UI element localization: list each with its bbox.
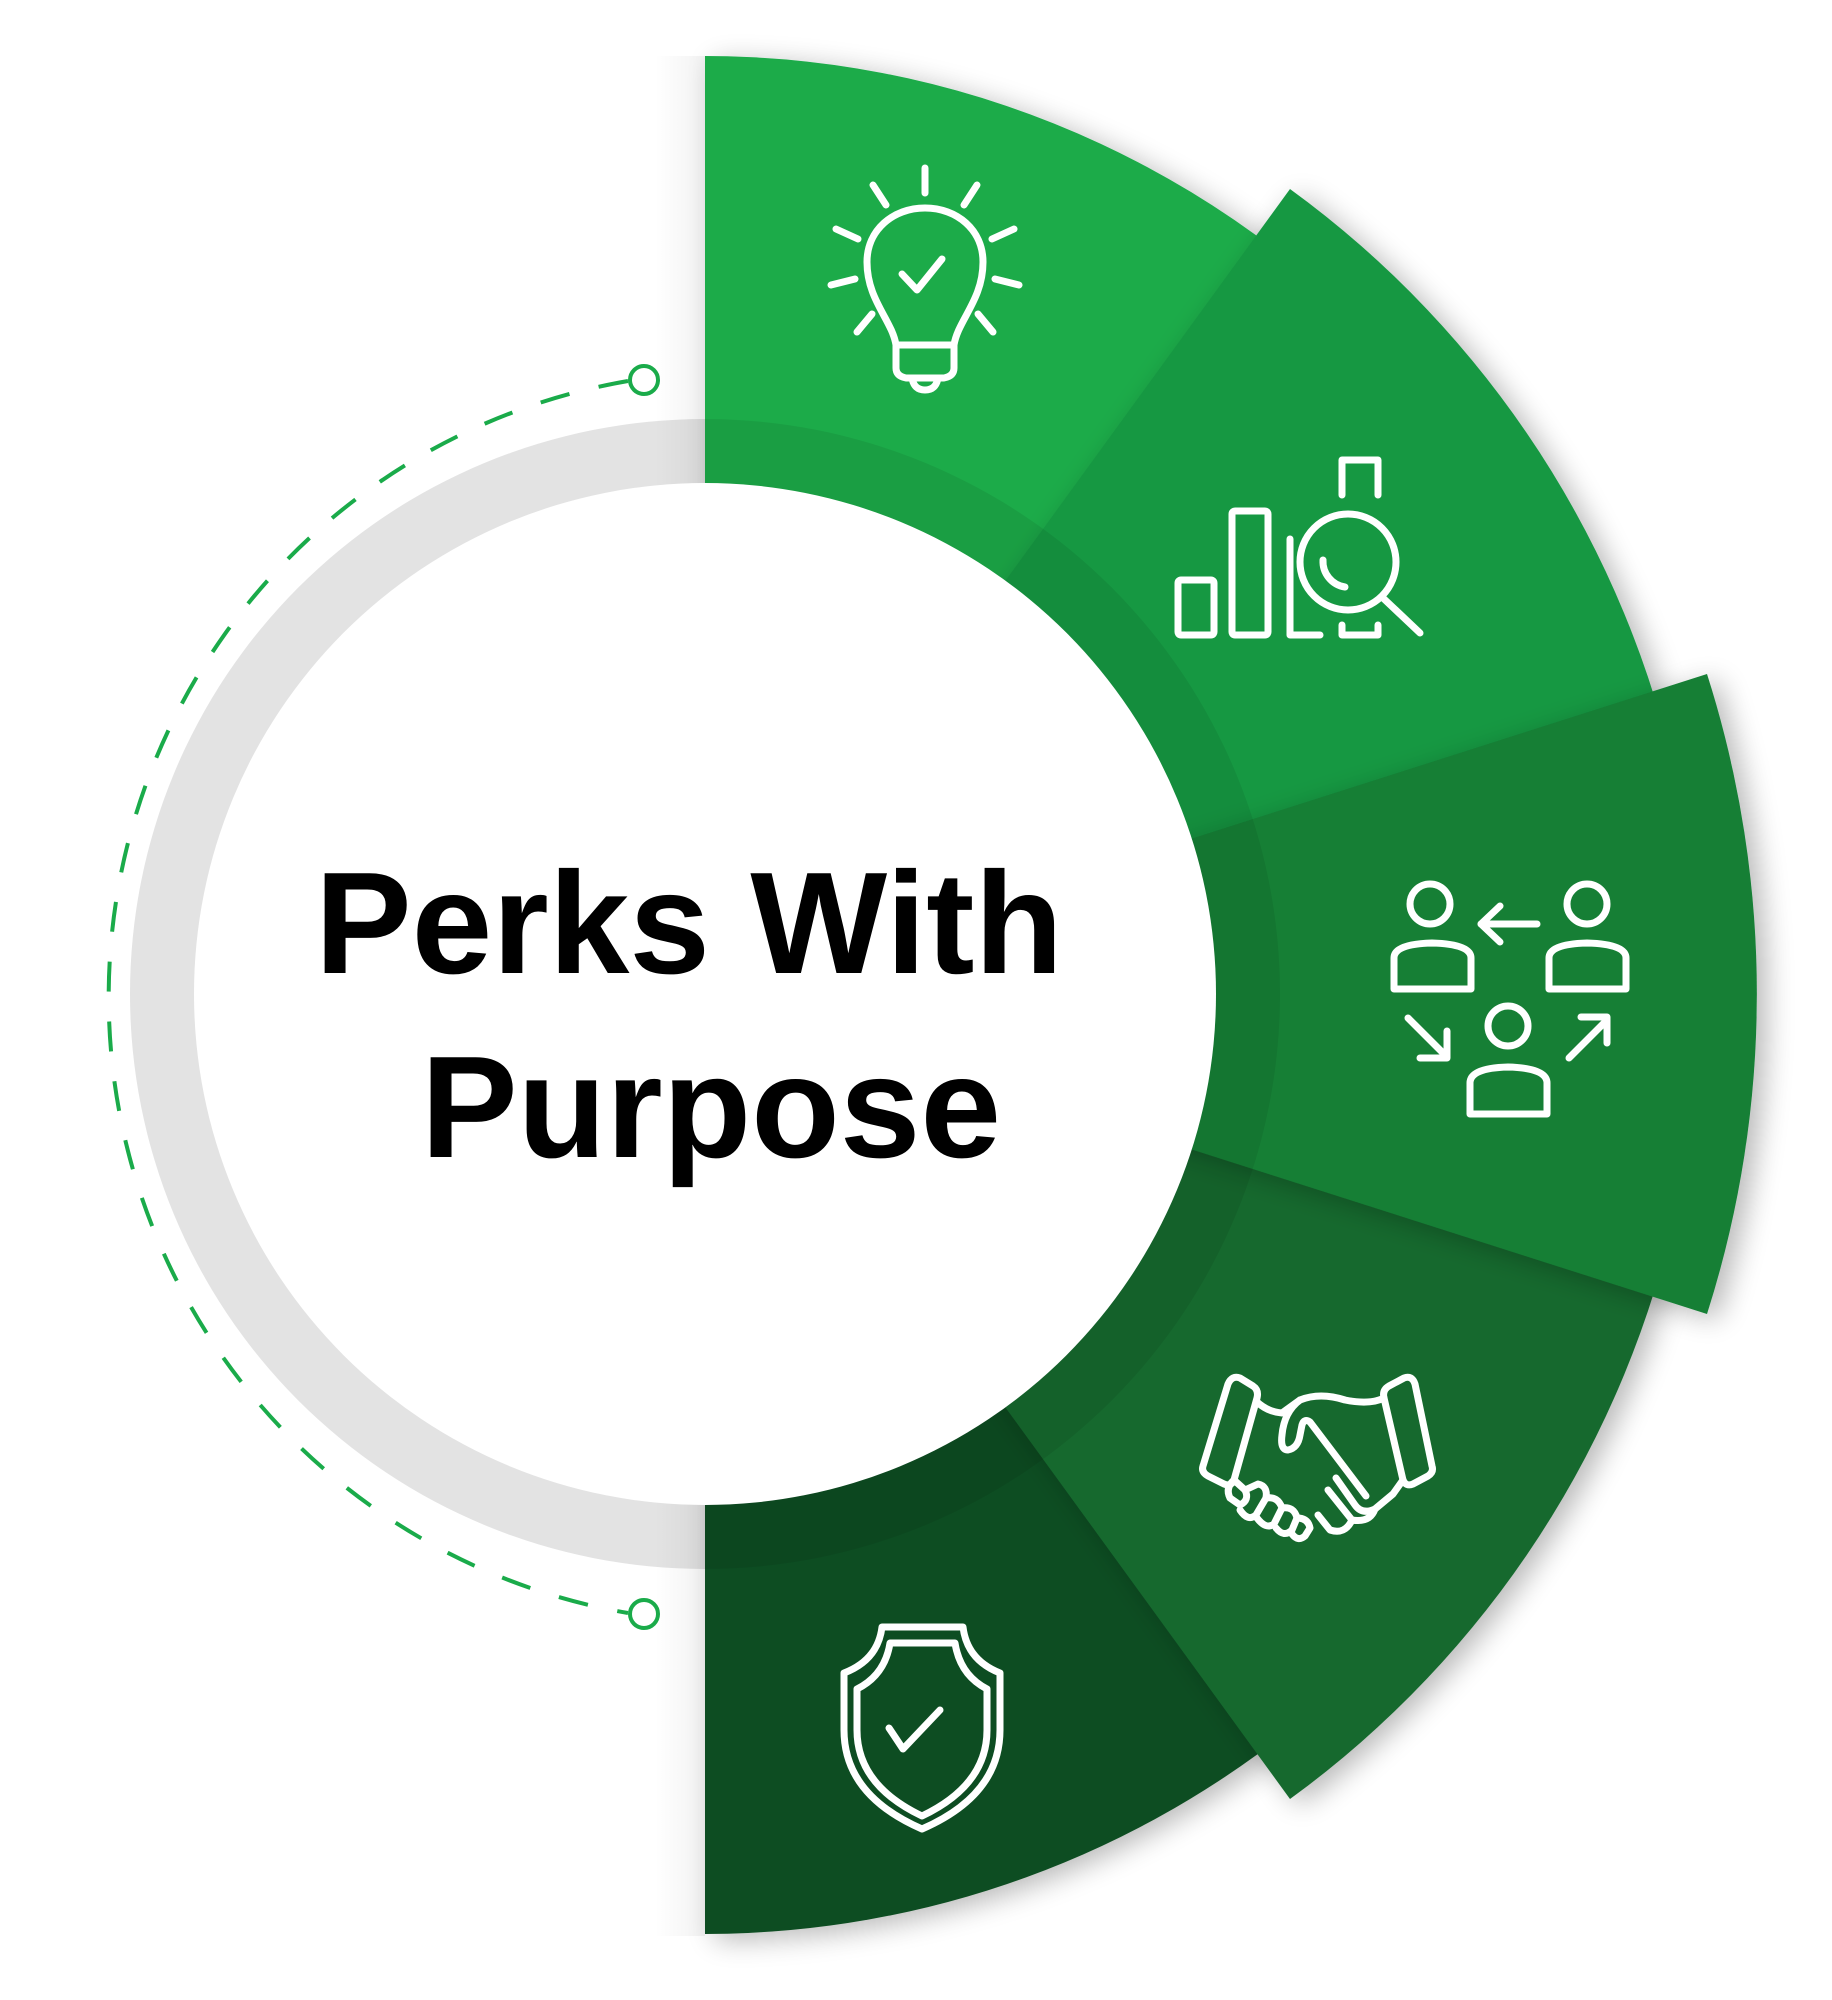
title-line-2: Purpose xyxy=(421,1026,1001,1188)
segment-3[interactable] xyxy=(705,674,1757,1314)
lightbulb-check-icon xyxy=(827,164,1023,394)
handshake-icon xyxy=(1199,1373,1436,1543)
center-circle xyxy=(194,483,1216,1505)
top-circle-marker xyxy=(628,364,660,396)
shield-check-icon xyxy=(840,1623,1004,1833)
people-exchange-icon xyxy=(1390,880,1630,1118)
bottom-circle-marker xyxy=(628,1598,660,1630)
title-line-1: Perks With xyxy=(315,842,1063,1004)
bar-chart-magnifier-icon xyxy=(1174,456,1424,639)
